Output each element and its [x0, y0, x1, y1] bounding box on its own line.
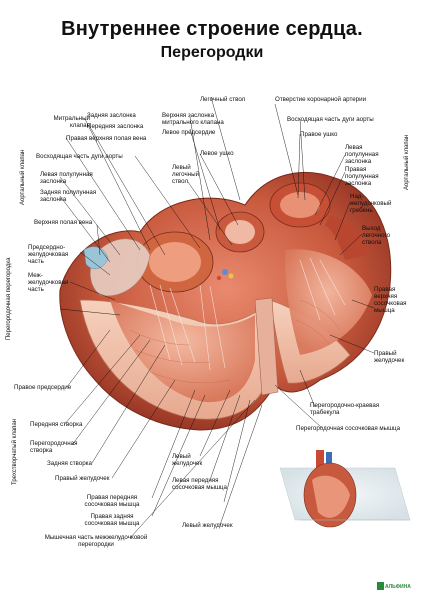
label-atrioventricular-part: Предсердно- желудочковая часть — [28, 244, 69, 265]
brand-logo-icon — [377, 582, 384, 590]
label-anterior-cusp-tri: Передняя створка — [30, 421, 83, 428]
label-posterior-cusp-tri: Задняя створка — [47, 460, 92, 467]
label-mitral-valve: Митральный клапан — [53, 115, 90, 129]
label-posterior-semilunar-cusp: Задняя полулунная заслонка — [40, 189, 97, 203]
label-right-anterior-papillary: Правая передняя сосочковая мышца — [84, 494, 140, 508]
label-right-semilunar: Правая полулунная заслонка — [345, 166, 379, 187]
label-ascending-aorta-left: Восходящая часть дуги аорты — [36, 153, 123, 160]
label-left-semilunar-right: Левая полулунная заслонка — [345, 144, 379, 165]
label-muscular-septum: Мышечная часть межжелудочковой перегород… — [44, 534, 148, 548]
label-interventricular-part: Меж- желудочковая часть — [28, 272, 69, 293]
label-right-upper-vein: Правая верхняя полая вена — [66, 135, 147, 142]
label-left-atrium: Левое предсердие — [162, 129, 216, 136]
label-left-ear: Левое ушко — [200, 150, 234, 157]
label-right-upper-papillary: Правая верхняя сосочковая мышца — [374, 286, 407, 314]
side-label-aortic-valve-left: Аортальный клапан — [20, 149, 26, 205]
label-right-ear: Правое ушко — [300, 131, 338, 138]
label-right-ventricle-bottom: Правый желудочек — [55, 475, 110, 482]
page-title: Внутреннее строение сердца. — [61, 18, 363, 40]
label-anterior-cusp: Передняя заслонка — [87, 123, 144, 130]
label-right-atrium: Правое предсердие — [14, 384, 72, 391]
leader-lines — [59, 96, 375, 539]
label-septal-cusp: Перегородочная створка — [30, 440, 78, 454]
label-posterior-cusp: Задняя заслонка — [87, 112, 136, 119]
heart-section — [59, 171, 392, 431]
label-left-pulmonary-trunk: Левый легочный ствол — [172, 164, 200, 185]
brand-name: АЛЬФИНА — [385, 584, 411, 590]
label-upper-mitral-cusp: Верхняя заслонка митрального клапана — [162, 112, 224, 126]
label-septomarginal-trabecula: Перегородочно-краевая трабекула — [310, 402, 380, 416]
label-coronary-opening: Отверстие коронарной артерии — [275, 96, 367, 103]
label-right-posterior-papillary: Правая задняя сосочковая мышца — [84, 513, 140, 527]
label-left-semilunar-cusp: Левая полулунная заслонка — [40, 171, 93, 185]
label-pulmonary-trunk: Легочный ствол — [200, 96, 246, 103]
label-superior-vena-cava: Верхняя полая вена — [34, 219, 93, 226]
side-label-aortic-valve-right: Аортальный клапан — [404, 134, 410, 190]
label-supraventricular-crest: Над- желудочковый гребень — [350, 193, 392, 214]
side-label-interatrial-septum: Перегородочная перегородка — [6, 257, 12, 340]
label-pulmonary-outlet: Выход легочного ствола — [362, 225, 391, 246]
label-ascending-aorta-right: Восходящая часть дуги аорты — [287, 116, 374, 123]
page-subtitle: Перегородки — [160, 44, 264, 61]
label-left-anterior-papillary: Левая передняя сосочковая мышца — [172, 477, 227, 491]
label-septal-papillary: Перегородочная сосочковая мышца — [296, 425, 401, 432]
label-right-ventricle-right: Правый желудочек — [374, 350, 405, 364]
thumbnail-heart — [279, 450, 411, 528]
label-left-ventricle-mid: Левый желудочек — [172, 453, 203, 467]
side-label-tricuspid-valve: Трехстворчатый клапан — [12, 418, 18, 485]
label-left-ventricle-bottom: Левый желудочек — [182, 522, 233, 529]
